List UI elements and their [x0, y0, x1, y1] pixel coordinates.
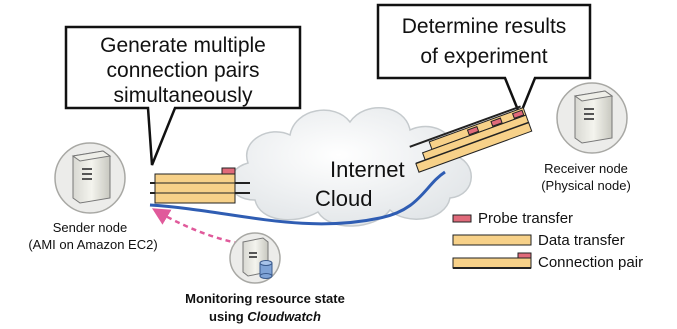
monitoring-sublabel-prefix: using	[209, 309, 247, 324]
database-cylinder-icon	[259, 260, 273, 279]
sender-data-bar-2	[154, 182, 236, 194]
legend-data-label: Data transfer	[538, 232, 625, 249]
monitoring-node: Monitoring resource state using Cloudwat…	[151, 208, 345, 324]
sender-data-bar-3	[154, 192, 236, 204]
legend-pair-label: Connection pair	[538, 254, 643, 271]
callout-right-line1: Determine results	[402, 15, 567, 38]
legend-data-swatch	[452, 234, 532, 246]
sender-node: Sender node (AMI on Amazon EC2)	[28, 142, 158, 252]
receiver-node: Receiver node (Physical node)	[541, 82, 631, 193]
legend: Probe transfer Data transfer Connection …	[452, 210, 643, 271]
sender-data-bar-1	[154, 173, 236, 184]
callout-bubble-right	[376, 3, 592, 119]
internet-cloud: Internet Cloud	[229, 107, 472, 227]
monitoring-sublabel: using Cloudwatch	[209, 309, 321, 324]
sender-node-sublabel: (AMI on Amazon EC2)	[28, 237, 157, 252]
legend-probe-label: Probe transfer	[478, 210, 573, 227]
callout-left-line2: connection pairs	[107, 59, 260, 82]
cloud-label-line1: Internet	[330, 157, 405, 182]
sender-node-label: Sender node	[53, 220, 127, 235]
network-link-line	[149, 170, 446, 226]
server-tower-icon	[573, 90, 614, 144]
callout-generate: Generate multiple connection pairs simul…	[64, 25, 302, 166]
legend-pair-swatch	[452, 257, 532, 269]
sender-probe-1	[221, 167, 236, 175]
callout-determine: Determine results of experiment	[376, 3, 592, 119]
callout-right-line2: of experiment	[420, 45, 547, 68]
monitoring-label: Monitoring resource state	[185, 291, 345, 306]
monitoring-sublabel-emph: Cloudwatch	[247, 309, 321, 324]
callout-left-line1: Generate multiple	[100, 34, 266, 57]
receiver-probe-1	[466, 125, 480, 136]
server-tower-icon	[71, 150, 112, 204]
receiver-pair-line-1	[409, 105, 521, 148]
cloud-shape	[229, 107, 472, 227]
receiver-connection-pairs	[409, 105, 533, 173]
receiver-probe-2	[490, 117, 503, 127]
callout-left-line3: simultaneously	[114, 84, 253, 107]
callout-bubble-left	[64, 25, 302, 166]
receiver-node-sublabel: (Physical node)	[541, 178, 631, 193]
receiver-node-label: Receiver node	[544, 161, 628, 176]
legend-probe-swatch	[452, 214, 472, 223]
legend-pair-probe	[517, 252, 532, 259]
cloud-label-line2: Cloud	[315, 186, 372, 211]
receiver-probe-3	[511, 109, 525, 119]
sender-connection-pairs	[150, 167, 250, 204]
receiver-data-bar-3	[415, 122, 533, 173]
